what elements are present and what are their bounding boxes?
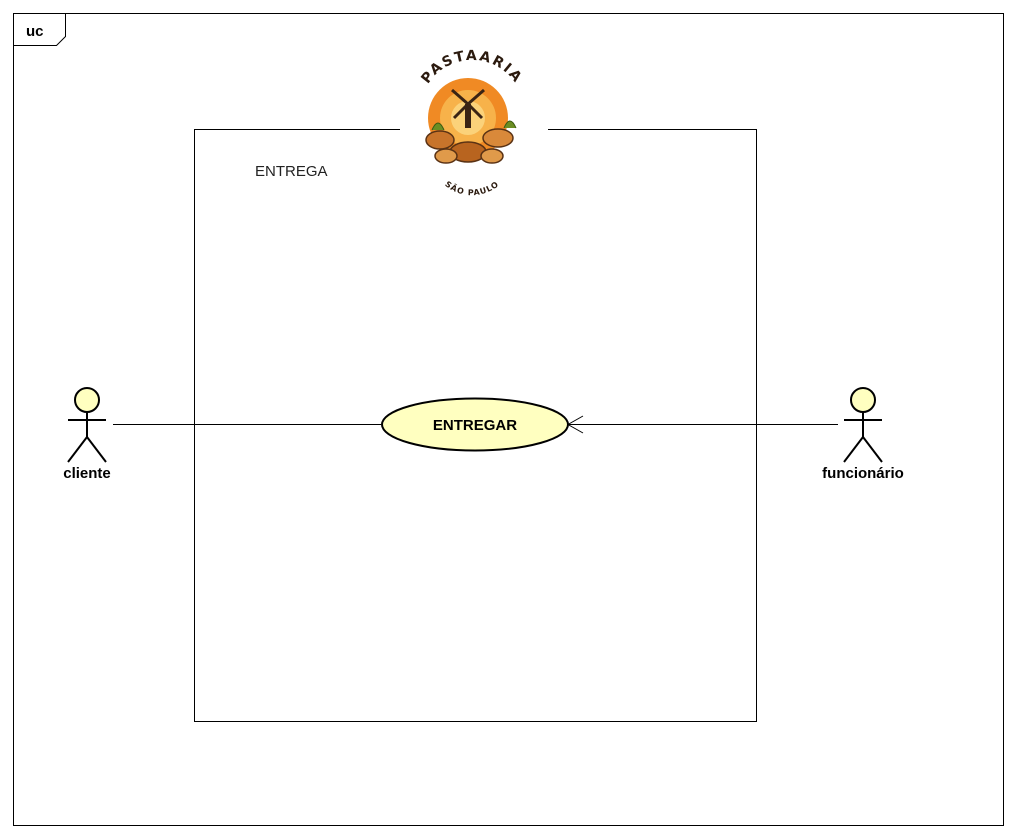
actor-label-funcionario: funcionário (822, 465, 904, 482)
actor-head (74, 387, 100, 413)
frame-tag-box (13, 13, 66, 46)
actor-label-cliente: cliente (63, 465, 111, 482)
actor-head (850, 387, 876, 413)
pastaaria-logo: PASTAARIA SÃO PAULO (400, 48, 548, 197)
frame-tag: uc (26, 23, 44, 40)
system-name: ENTREGA (255, 163, 328, 180)
actor-funcionario[interactable]: funcionário (822, 387, 904, 482)
use-case-entregar[interactable] (381, 397, 569, 452)
diagram-frame (13, 13, 1004, 826)
actor-cliente[interactable]: cliente (63, 387, 111, 482)
use-case-label: ENTREGAR (433, 417, 517, 434)
